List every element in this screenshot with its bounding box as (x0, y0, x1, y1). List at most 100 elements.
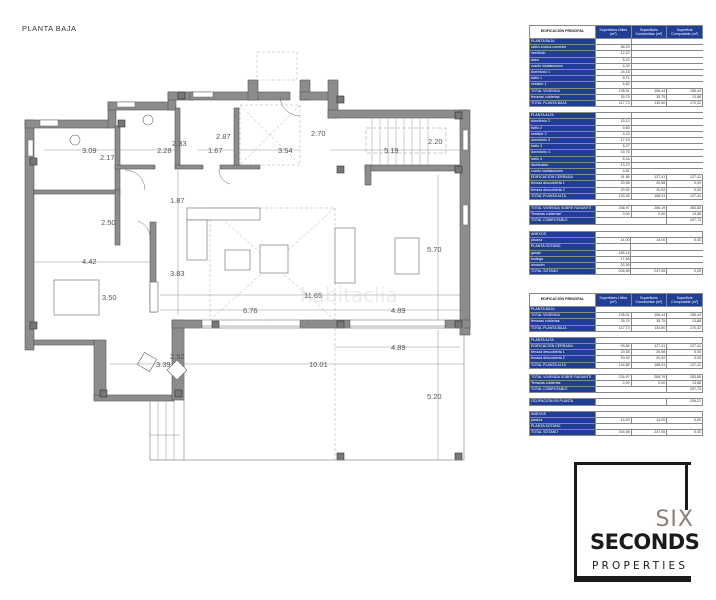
row-value: 17,48 (594, 255, 632, 264)
row-value: 297,73 (666, 386, 703, 394)
row-label: piscina (529, 416, 596, 425)
header-construidas: Superficies Construidas (m²) (630, 25, 668, 39)
row-value: 297,73 (666, 217, 703, 225)
section-label: PLANTA ALTA (529, 112, 596, 120)
row-label: TOTAL VIVIENDA SOBRE RASANTE (529, 205, 596, 213)
row-label: terraza descubierta 1 (529, 180, 596, 188)
row-value: 127,41 (666, 192, 703, 201)
row-value: 0,00 (666, 349, 703, 357)
logo-six: SIX (655, 507, 694, 532)
row-label: TOTAL COMPUTABLE (529, 217, 596, 225)
dim-label: 4.89 (391, 306, 406, 315)
row-value: 13,88 (666, 380, 703, 388)
surface-table-main: EDIFICACIÓN PRINCIPAL Superficies Útiles… (529, 25, 703, 225)
dim-label: 2.52 (170, 352, 185, 361)
row-value: 8,71 (594, 75, 632, 83)
logo-frame (574, 462, 691, 582)
header-utiles: Superficies Útiles (m²) (594, 25, 632, 39)
row-value: 127,41 (666, 342, 703, 351)
dim-label: 2.20 (428, 137, 443, 146)
row-label: TOTAL PLANTA ALTA (529, 361, 596, 369)
row-value: 24,18 (594, 68, 632, 77)
row-value: 6,82 (594, 81, 632, 89)
row-value: 206,98 (594, 268, 632, 276)
row-label: TOTAL SÓTANO (529, 429, 596, 437)
dim-label: 3.09 (82, 146, 97, 155)
dim-label: 3.50 (102, 293, 117, 302)
row-label: TOTAL VIVIENDA (529, 87, 596, 95)
dim-label: 5.19 (384, 146, 399, 155)
row-label: Terrazas cubiertas (529, 380, 596, 388)
row-value: 13,88 (666, 93, 703, 102)
row-value: 0,00 (666, 429, 703, 437)
dim-label: 2.50 (101, 218, 116, 227)
header-computable: Superficie Computable (m²) (666, 25, 703, 39)
row-label: salón-cocina-comedor (529, 44, 596, 52)
row-value: 0,00 (666, 416, 703, 425)
dim-label: 2.33 (172, 139, 187, 148)
row-label: almacén (529, 261, 596, 270)
row-value: 204,98 (594, 429, 632, 437)
row-label: TOTAL PLANTA BAJA (529, 100, 596, 108)
row-value: 247,55 (630, 268, 668, 276)
row-value: 206,21 (666, 398, 703, 406)
row-label: dormitorio 2 (529, 118, 596, 126)
row-label: bodega (529, 255, 596, 264)
row-label: EDIFICACIÓN CERRADA (529, 174, 596, 182)
dining-table (334, 227, 356, 284)
sofa (186, 207, 261, 221)
row-label: terrazas cubiertas (529, 318, 596, 326)
row-label: terraza descubierta 2 (529, 186, 596, 194)
row-label: EDIFICACIÓN CERRADA (529, 342, 596, 351)
row-value: 283,85 (666, 373, 703, 382)
dim-label: 4.42 (82, 257, 97, 266)
row-value: 170,32 (666, 100, 703, 108)
bed (53, 279, 100, 316)
dim-label: 10.01 (309, 360, 328, 369)
row-label: TOTAL SÓTANO (529, 268, 596, 276)
row-value: 4,39 (594, 62, 632, 71)
row-label: baño 1 (529, 75, 596, 83)
six-seconds-logo: SIX SECONDS PROPERTIES (574, 462, 700, 584)
row-value: 0,00 (666, 268, 703, 276)
row-label: cuarto instalaciones (529, 62, 596, 71)
row-label: TOTAL PLANTA BAJA (529, 324, 596, 332)
dim-label: 3.39 (156, 360, 171, 369)
plan-title: PLANTA BAJA (22, 24, 77, 33)
dim-label: 2.28 (157, 146, 172, 155)
dim-label: 4.89 (391, 343, 406, 352)
dim-label: 1.67 (208, 146, 223, 155)
row-value: 33,36 (594, 261, 632, 270)
logo-frame-right (685, 462, 688, 510)
surface-table-summary: EDIFICACIÓN PRINCIPAL Superficies Útiles… (529, 293, 704, 437)
row-value: 247,55 (630, 429, 668, 437)
row-label: cuarto instalaciones (529, 168, 596, 176)
header-construidas: Superficies Construidas (m²) (630, 293, 668, 307)
row-label: TOTAL PLANTA ALTA (529, 192, 596, 201)
header-edificacion: EDIFICACIÓN PRINCIPAL (529, 25, 596, 39)
logo-frame-bottom (574, 576, 691, 579)
header-edificacion: EDIFICACIÓN PRINCIPAL (529, 293, 596, 307)
row-label: vestidor 1 (529, 81, 596, 89)
header-computable: Superficie Computable (m²) (666, 293, 703, 307)
row-value: 13,88 (666, 318, 703, 326)
dim-label: 1.87 (170, 196, 185, 205)
row-label: terrazas cubiertas (529, 93, 596, 102)
dim-label: 5.70 (427, 245, 442, 254)
row-value: 156,44 (666, 312, 703, 320)
dim-label: 5.20 (427, 392, 442, 401)
row-value: 156,44 (666, 87, 703, 95)
row-value: 127,41 (666, 361, 703, 369)
dim-label: 2.17 (100, 153, 115, 162)
watermark: habitaclia (300, 283, 398, 307)
dim-label: 2.87 (216, 132, 231, 141)
row-label: terraza descubierta 2 (529, 355, 596, 363)
dim-label: 2.70 (311, 129, 326, 138)
row-value: 0,00 (666, 355, 703, 363)
dim-label: 3.54 (278, 146, 293, 155)
row-label: TOTAL VIVIENDA (529, 312, 596, 320)
header-utiles: Superficies Útiles (m²) (594, 293, 632, 307)
row-label: terraza descubierta 1 (529, 349, 596, 357)
dim-label: 11.65 (304, 291, 322, 300)
